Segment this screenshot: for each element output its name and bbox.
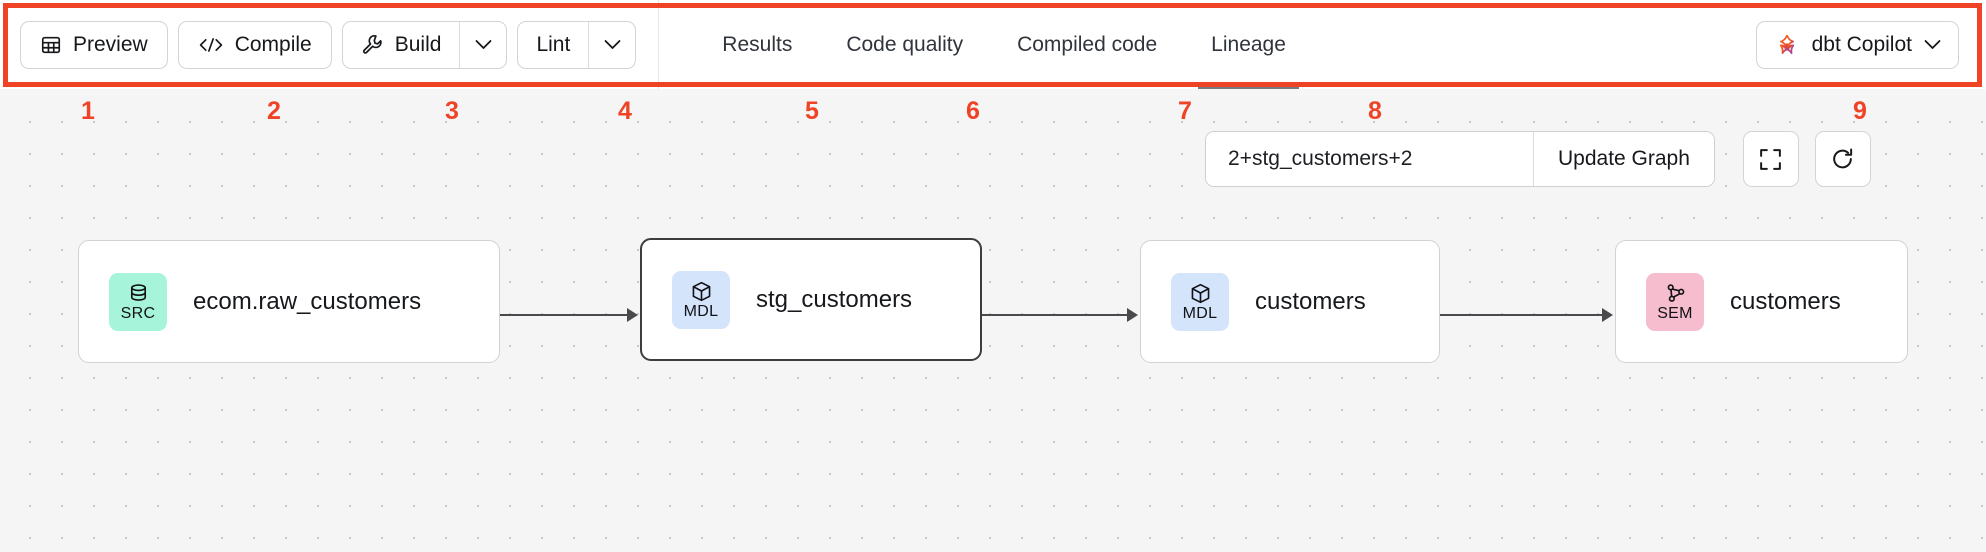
editor-toolbar: Preview Compile	[0, 0, 1986, 89]
dbt-copilot-button[interactable]: dbt Copilot	[1755, 20, 1959, 69]
node-type-badge-mdl: MDL	[672, 270, 730, 329]
graph-controls: Update Graph	[1205, 131, 1871, 187]
tab-compiled-code-label: Compiled code	[1017, 32, 1158, 56]
compile-button-label: Compile	[234, 32, 312, 56]
table-icon	[40, 34, 62, 56]
lint-button[interactable]: Lint	[518, 22, 588, 68]
node-label: stg_customers	[756, 285, 913, 313]
node-type-label: MDL	[1182, 304, 1218, 322]
cube-icon	[690, 280, 713, 303]
tab-results-label: Results	[722, 32, 793, 56]
lineage-node-customers-model[interactable]: MDL customers	[1140, 240, 1440, 363]
update-graph-button[interactable]: Update Graph	[1533, 132, 1714, 186]
callout-4: 4	[618, 97, 632, 125]
node-label: ecom.raw_customers	[193, 287, 422, 315]
callout-6: 6	[966, 97, 980, 125]
node-label: customers	[1255, 287, 1366, 315]
node-type-label: SRC	[120, 304, 156, 322]
copilot-area: dbt Copilot	[1755, 20, 1986, 69]
graph-icon-buttons	[1742, 131, 1871, 187]
node-type-badge-mdl: MDL	[1171, 272, 1229, 331]
tab-lineage[interactable]: Lineage	[1184, 0, 1313, 89]
fullscreen-icon	[1758, 147, 1783, 172]
cube-icon	[1189, 282, 1212, 305]
build-button[interactable]: Build	[343, 22, 460, 68]
callout-3: 3	[445, 97, 459, 125]
refresh-icon	[1830, 147, 1855, 172]
chevron-down-icon	[604, 39, 621, 50]
toolbar-divider	[658, 0, 660, 89]
toolbar-action-group: Preview Compile	[0, 0, 637, 89]
lint-button-group: Lint	[517, 20, 637, 69]
semantic-graph-icon	[1664, 282, 1687, 305]
node-label: customers	[1730, 287, 1841, 315]
result-tabs: Results Code quality Compiled code Linea…	[695, 0, 1313, 89]
preview-button[interactable]: Preview	[20, 20, 168, 69]
lint-dropdown-toggle[interactable]	[588, 21, 635, 68]
node-type-label: MDL	[683, 302, 719, 320]
tab-compiled-code[interactable]: Compiled code	[990, 0, 1184, 89]
node-type-badge-src: SRC	[109, 272, 167, 331]
code-icon	[198, 35, 224, 55]
lineage-node-stg-customers[interactable]: MDL stg_customers	[640, 238, 982, 361]
callout-9: 9	[1853, 97, 1867, 125]
callout-7: 7	[1178, 97, 1192, 125]
build-button-label: Build	[394, 32, 442, 56]
tab-code-quality-label: Code quality	[846, 32, 964, 56]
callout-8: 8	[1368, 97, 1382, 125]
callout-5: 5	[805, 97, 819, 125]
dbt-copilot-label: dbt Copilot	[1811, 32, 1912, 56]
refresh-button[interactable]	[1814, 131, 1871, 187]
lineage-node-ecom-raw-customers[interactable]: SRC ecom.raw_customers	[78, 240, 500, 363]
wrench-icon	[361, 33, 384, 56]
compile-button[interactable]: Compile	[177, 20, 332, 69]
fullscreen-button[interactable]	[1742, 131, 1799, 187]
tab-lineage-label: Lineage	[1211, 32, 1286, 56]
lineage-node-customers-semantic[interactable]: SEM customers	[1615, 240, 1908, 363]
chevron-down-icon	[1924, 39, 1941, 50]
chevron-down-icon	[475, 39, 492, 50]
build-dropdown-toggle[interactable]	[459, 21, 506, 68]
node-type-label: SEM	[1657, 304, 1693, 322]
node-type-badge-sem: SEM	[1646, 272, 1704, 331]
lint-button-label: Lint	[536, 32, 571, 56]
build-button-group: Build	[341, 20, 508, 69]
selector-group: Update Graph	[1205, 131, 1715, 187]
database-icon	[127, 282, 150, 305]
tab-code-quality[interactable]: Code quality	[819, 0, 990, 89]
copilot-sparkle-icon	[1774, 32, 1800, 58]
callout-1: 1	[81, 97, 95, 125]
callout-2: 2	[267, 97, 281, 125]
graph-selector-input[interactable]	[1206, 132, 1533, 186]
tab-results[interactable]: Results	[695, 0, 819, 89]
preview-button-label: Preview	[73, 32, 148, 56]
